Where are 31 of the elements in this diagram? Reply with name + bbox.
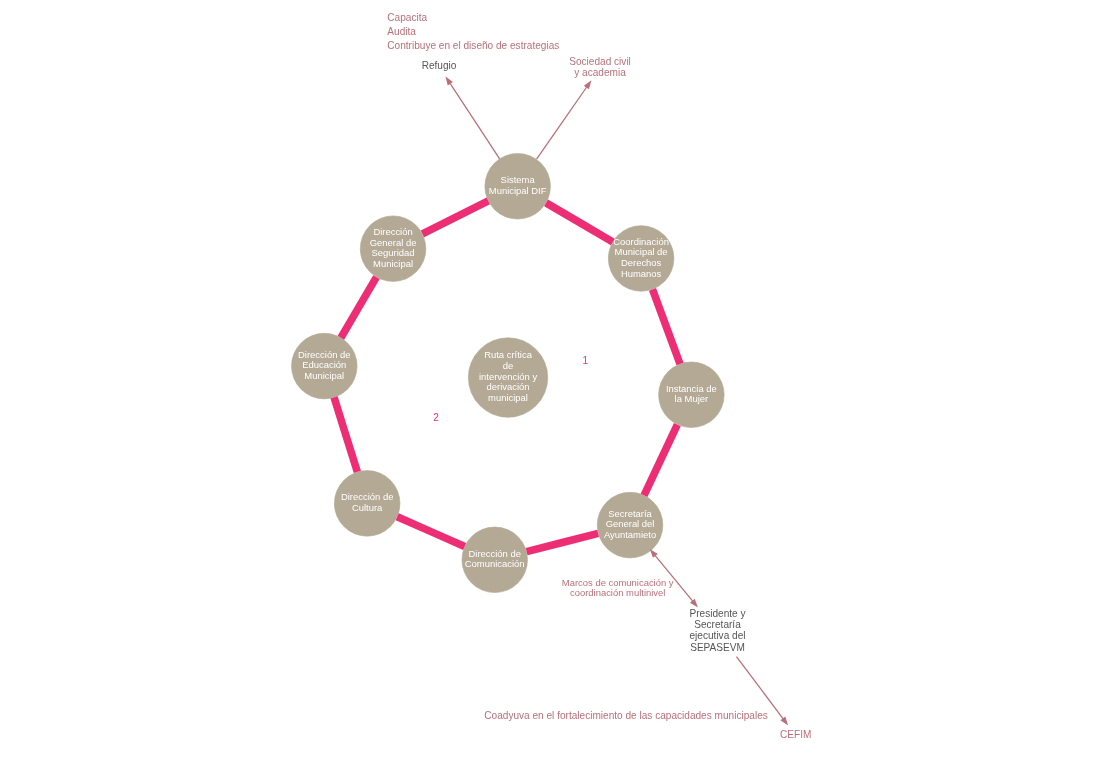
node-circle: Dirección de Comunicación — [461, 526, 528, 593]
connector — [525, 529, 600, 556]
node-label: Capacita — [387, 12, 428, 24]
node-text: Presidente y Secretaría ejecutiva del SEPASEVM — [689, 607, 746, 653]
arrow — [735, 655, 789, 726]
label: 2 — [433, 411, 439, 423]
node-text: Sociedad civil y academia — [569, 55, 631, 78]
connector — [544, 199, 615, 246]
connector — [420, 197, 490, 238]
connector — [395, 513, 467, 550]
arrow — [445, 76, 501, 160]
node-circle: Dirección de Cultura — [334, 470, 401, 537]
node-text: Refugio — [421, 59, 457, 71]
node-circle: Ruta crítica de intervención y derivación municipal — [468, 337, 549, 418]
node-circle: Dirección de Educación Municipal — [291, 333, 358, 400]
arrow — [649, 549, 698, 608]
node-label: Coadyuva en el fortalecimiento de las capacidades municipales — [484, 710, 768, 722]
connector — [330, 396, 361, 474]
connector — [640, 423, 681, 497]
node-circle: Coordinación Municipal de Derechos Humanos — [608, 225, 675, 292]
node-circle: Instancia de la Mujer — [658, 361, 725, 428]
node-label: Contribuye en el diseño de estrategias — [387, 39, 560, 51]
edge-label: Marcos de comunicación y coordinación multinivel — [561, 576, 674, 599]
node-circle: Sistema Municipal DIF — [484, 153, 551, 220]
node-label: Audita — [387, 25, 416, 37]
node-circle: Dirección General de Seguridad Municipal — [359, 215, 427, 282]
label: 1 — [582, 355, 589, 367]
connector — [648, 288, 684, 366]
node-text: CEFIM — [780, 728, 812, 740]
arrow — [535, 80, 592, 160]
connector — [337, 275, 380, 340]
